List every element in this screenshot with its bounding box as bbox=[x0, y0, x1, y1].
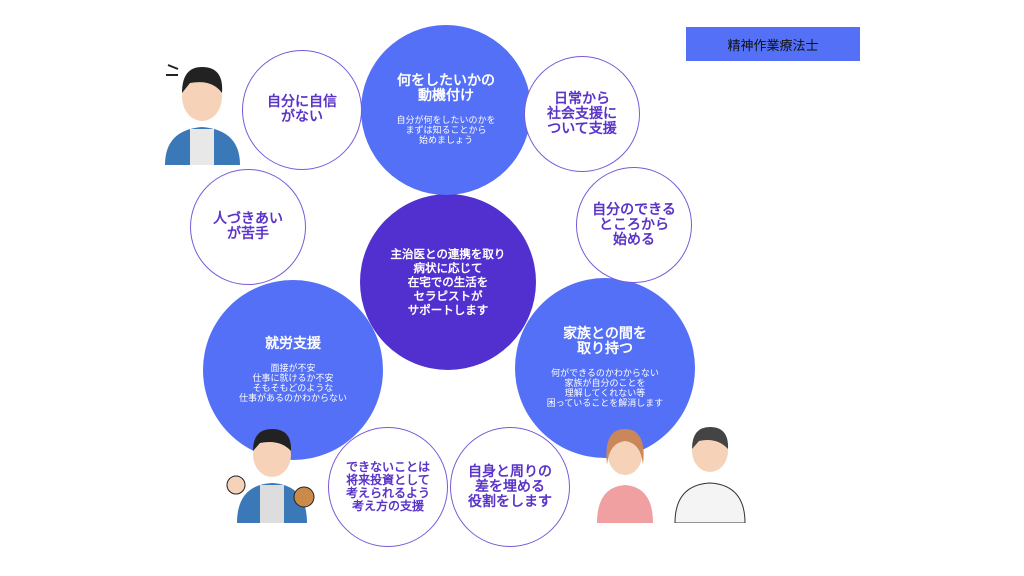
family-heading: 家族との間を 取り持つ bbox=[563, 326, 647, 357]
start-circle: 自分のできる ところから 始める bbox=[576, 167, 692, 283]
social-text: 人づきあい が苦手 bbox=[213, 211, 283, 242]
daily-circle: 日常から 社会支援に ついて支援 bbox=[524, 56, 640, 172]
role-text: 自身と周りの 差を埋める 役割をします bbox=[468, 463, 552, 510]
center-circle: 主治医との連携を取り 病状に応じて 在宅での生活を セラピストが サポートします bbox=[360, 194, 536, 370]
center-text: 主治医との連携を取り 病状に応じて 在宅での生活を セラピストが サポートします bbox=[390, 247, 506, 317]
family-sub: 何ができるのかわからない 家族が自分のことを 理解してくれない等 困っていること… bbox=[546, 369, 664, 409]
motivation-heading: 何をしたいかの 動機付け bbox=[397, 73, 495, 104]
title-badge: 精神作業療法士 bbox=[686, 27, 860, 61]
start-text: 自分のできる ところから 始める bbox=[592, 201, 676, 248]
work-support-circle: 就労支援 面接が不安 仕事に就けるか不安 そもそもどのような 仕事があるのかわか… bbox=[203, 280, 383, 460]
motivation-sub: 自分が何をしたいのかを まずは知ることから 始めましょう bbox=[396, 116, 496, 146]
family-conversation-illustration bbox=[597, 427, 746, 523]
daily-text: 日常から 社会支援に ついて支援 bbox=[547, 90, 617, 137]
confidence-text: 自分に自信 がない bbox=[267, 94, 337, 125]
role-circle: 自身と周りの 差を埋める 役割をします bbox=[450, 427, 570, 547]
family-circle: 家族との間を 取り持つ 何ができるのかわからない 家族が自分のことを 理解してく… bbox=[515, 278, 695, 458]
work-heading: 就労支援 bbox=[265, 335, 321, 352]
social-circle: 人づきあい が苦手 bbox=[190, 169, 306, 285]
motivation-circle: 何をしたいかの 動機付け 自分が何をしたいのかを まずは知ることから 始めましょ… bbox=[361, 25, 531, 195]
invest-text: できないことは 将来投資として 考えられるよう 考え方の支援 bbox=[345, 460, 430, 513]
work-sub: 面接が不安 仕事に就けるか不安 そもそもどのような 仕事があるのかわからない bbox=[238, 363, 347, 404]
confidence-circle: 自分に自信 がない bbox=[242, 50, 362, 170]
ok-man-illustration bbox=[226, 429, 315, 523]
invest-circle: できないことは 将来投資として 考えられるよう 考え方の支援 bbox=[328, 427, 448, 547]
worried-man-illustration bbox=[165, 64, 240, 165]
